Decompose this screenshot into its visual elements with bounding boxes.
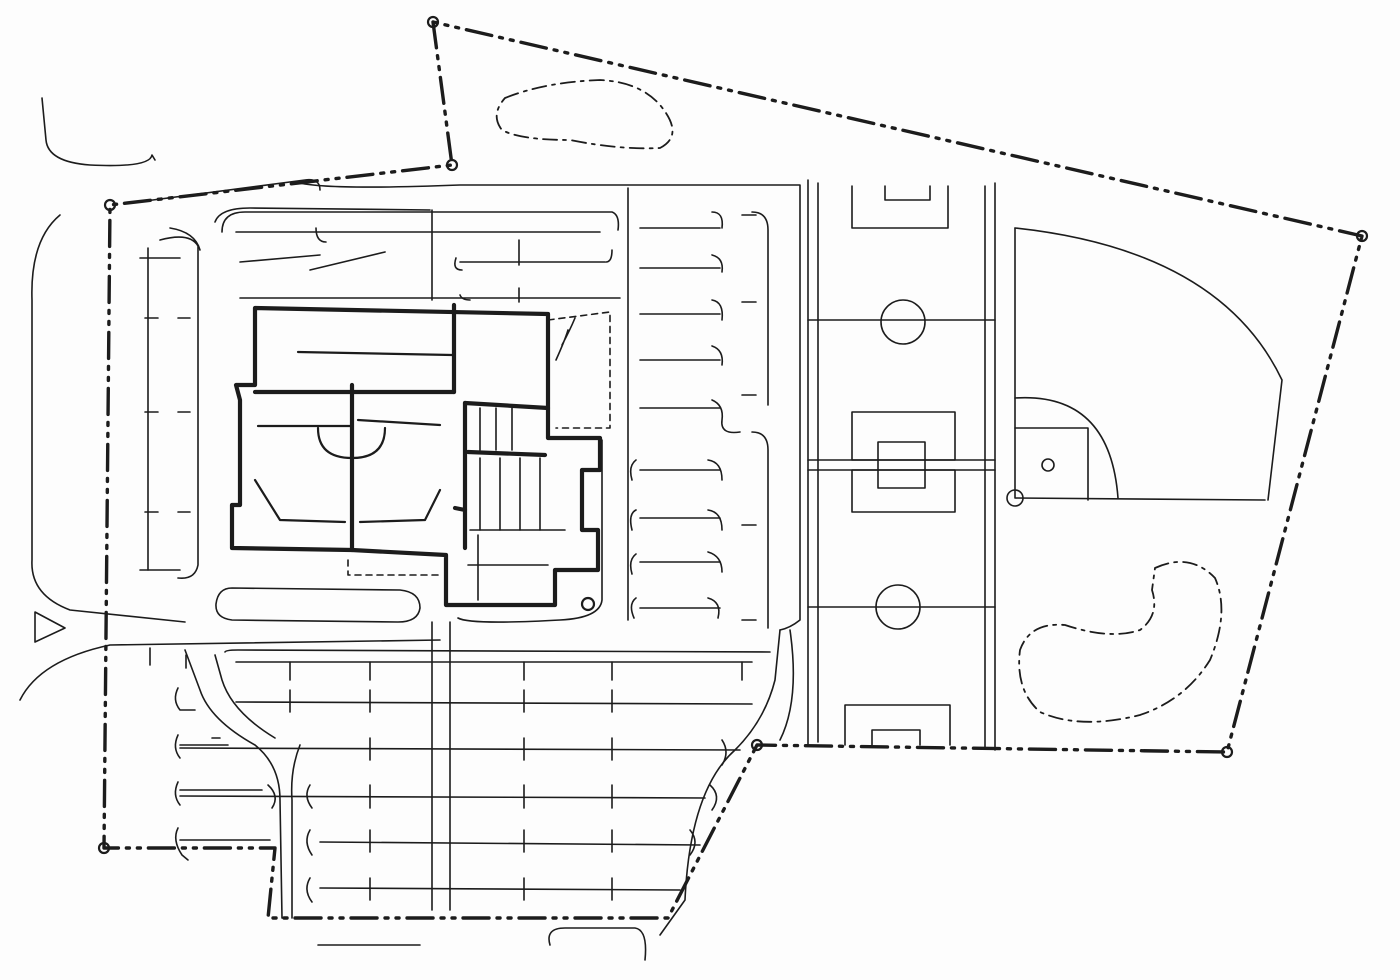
boundary-marker: [750, 738, 764, 752]
soccer-fields: [807, 179, 996, 751]
east-parking-lot: [627, 187, 769, 629]
west-parking-lot: [139, 236, 199, 580]
ponds: [495, 79, 1223, 723]
flagpole-icon: [580, 596, 596, 612]
pitchers-mound-icon: [1041, 458, 1055, 472]
property-boundary: [97, 15, 1369, 920]
north-pond: [495, 79, 674, 150]
boundary-marker: [445, 158, 459, 172]
center-circle: [875, 584, 921, 630]
baseball-diamond: [1006, 227, 1283, 507]
south-pond: [1018, 561, 1223, 723]
boundary-marker: [426, 15, 440, 29]
drop-off-loop: [215, 439, 603, 623]
home-plate-icon: [1006, 489, 1024, 507]
south-parking-lot: [149, 647, 771, 903]
boundary-marker: [97, 841, 111, 855]
center-circle: [880, 299, 926, 345]
north-parking-lot: [221, 209, 621, 303]
access-roads: [19, 97, 801, 961]
school-building: [229, 302, 611, 608]
boundary-marker: [103, 198, 117, 212]
boundary-marker: [1355, 229, 1369, 243]
boundary-marker: [1220, 745, 1234, 759]
